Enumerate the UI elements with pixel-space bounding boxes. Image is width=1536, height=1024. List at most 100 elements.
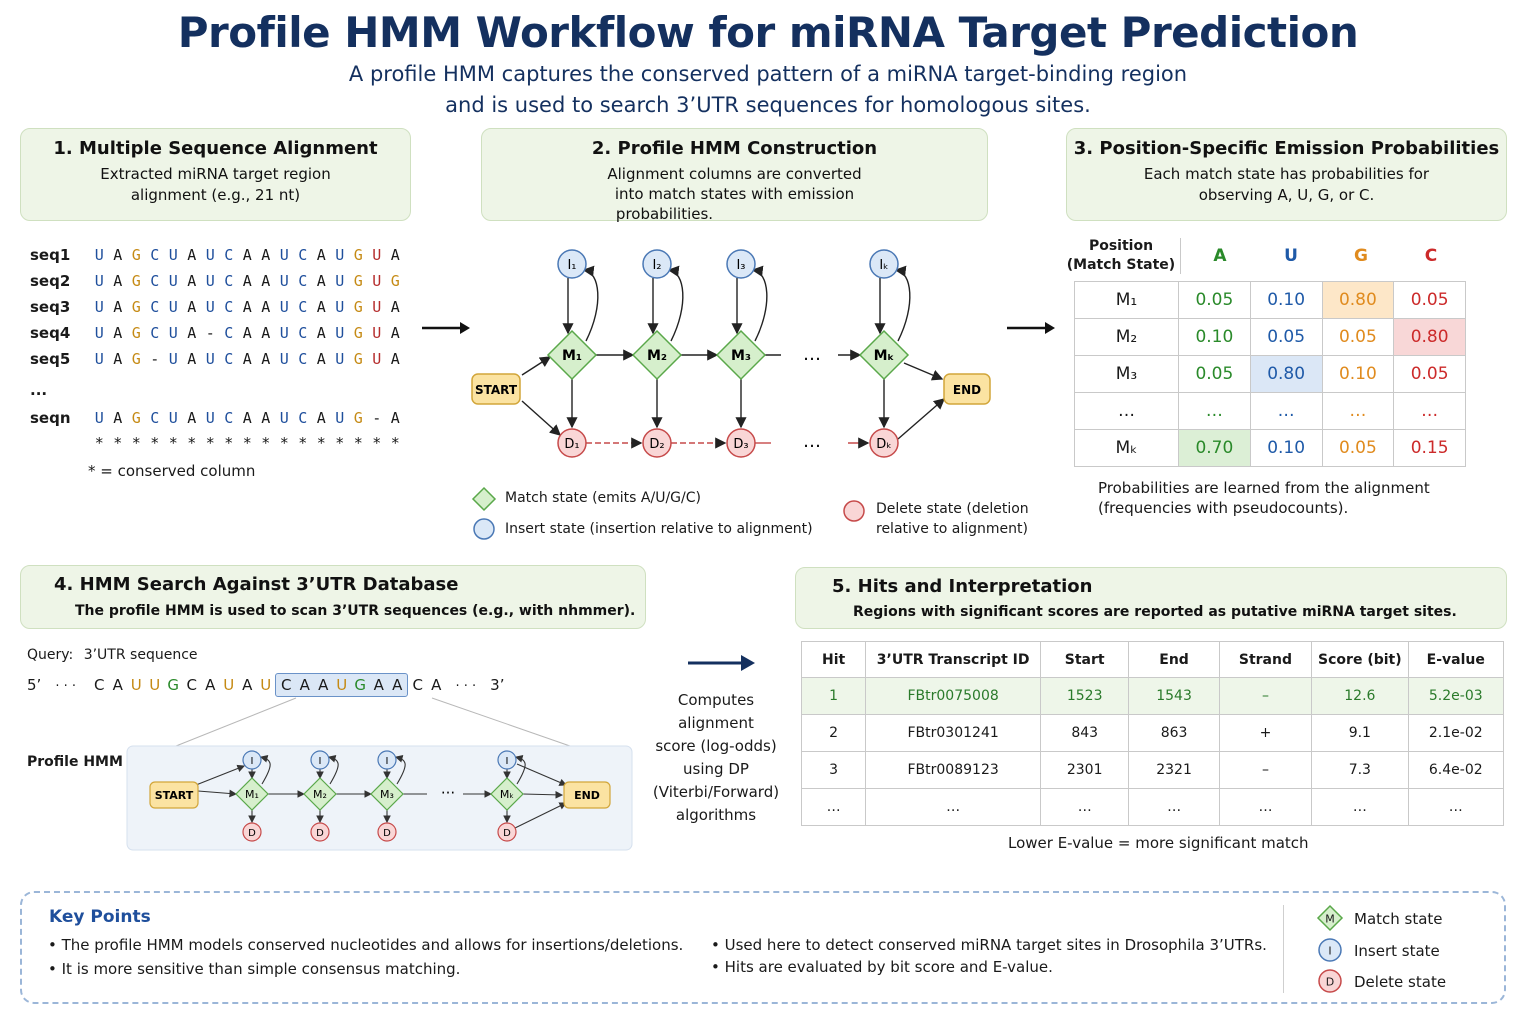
- hits-cell: FBtr0089123: [865, 751, 1041, 789]
- hits-cell: –: [1218, 677, 1313, 715]
- mini-delete-node: D: [497, 822, 517, 842]
- query-char: U: [149, 676, 161, 694]
- query-char: A: [431, 676, 442, 694]
- panel3-header: 3. Position-Specific Emission Probabilit…: [1066, 128, 1507, 221]
- hits-column-header: E-value: [1407, 641, 1505, 678]
- query-char: G: [167, 676, 180, 694]
- key-legend-symbol-M: M: [1325, 913, 1335, 926]
- panel2-desc-line1: Alignment columns are converted: [607, 165, 862, 183]
- page-subtitle-line1: A profile HMM captures the conserved pat…: [348, 62, 1188, 86]
- emission-value: 0.70: [1178, 429, 1251, 467]
- sequence-name: seq1: [30, 246, 71, 264]
- svg-text:M₂: M₂: [313, 788, 327, 801]
- hits-column-header: Start: [1039, 641, 1130, 678]
- hits-cell: …: [800, 788, 867, 826]
- svg-text:Dₖ: Dₖ: [876, 437, 892, 452]
- query-label: Query:: [27, 647, 74, 663]
- insert-state-node: Iₖ: [869, 249, 899, 279]
- emission-note-line1: Probabilities are learned from the align…: [1098, 479, 1430, 497]
- delete-state-node: Dₖ: [869, 428, 899, 458]
- insert-state-icon: I: [1318, 938, 1342, 962]
- key-legend-match: Match state: [1354, 910, 1443, 928]
- key-points-box: [20, 891, 1506, 1004]
- insert-state-node: I₃: [726, 249, 756, 279]
- svg-text:M₃: M₃: [731, 348, 751, 364]
- emission-value: 0.10: [1249, 429, 1323, 467]
- emission-value: 0.80: [1321, 281, 1395, 319]
- hits-cell: 3: [800, 751, 867, 789]
- delete-state-node: D₃: [726, 428, 756, 458]
- panel4-desc: The profile HMM is used to scan 3’UTR se…: [75, 603, 636, 619]
- end-node: END: [943, 373, 991, 405]
- insert-state-node: I₁: [557, 249, 587, 279]
- mini-match-node: M₃: [370, 777, 404, 811]
- svg-text:M₁: M₁: [562, 348, 582, 364]
- hits-cell: …: [865, 788, 1041, 826]
- page-subtitle-line2: and is used to search 3’UTR sequences fo…: [445, 93, 1091, 117]
- dots: · · ·: [455, 679, 477, 694]
- mini-ellipsis: ···: [441, 784, 455, 802]
- panel5-header: 5. Hits and Interpretation Regions with …: [795, 567, 1507, 629]
- mini-insert-node: I: [497, 750, 517, 770]
- sequence-name: seq2: [30, 272, 71, 290]
- panel1-desc-line1: Extracted miRNA target region: [100, 165, 331, 183]
- hits-cell: 6.4e-02: [1407, 751, 1505, 789]
- delete-state-icon: D: [1318, 969, 1342, 993]
- hits-note: Lower E-value = more significant match: [1008, 834, 1309, 852]
- svg-text:M₂: M₂: [647, 348, 667, 364]
- svg-text:I: I: [386, 756, 389, 767]
- query-char: C: [93, 676, 105, 694]
- match-state-node: M₂: [631, 329, 683, 381]
- hits-column-header: 3’UTR Transcript ID: [865, 641, 1041, 678]
- hits-column-header: Score (bit): [1311, 641, 1409, 678]
- hits-cell: FBtr0075008: [865, 677, 1041, 715]
- conserved-footnote: * = conserved column: [88, 462, 256, 480]
- key-point-right-1: • Used here to detect conserved miRNA ta…: [711, 936, 1267, 954]
- hits-cell: 863: [1128, 714, 1220, 752]
- emission-value: 0.80: [1393, 318, 1466, 356]
- hits-cell: 2: [800, 714, 867, 752]
- key-legend-insert: Insert state: [1354, 942, 1440, 960]
- mini-end-node: END: [563, 781, 611, 809]
- computes-line: alignment: [678, 714, 754, 732]
- ellipsis-match: …: [803, 344, 821, 365]
- emission-head-A: A: [1213, 246, 1227, 266]
- match-state-icon: [471, 486, 497, 512]
- delete-state-node: D₂: [642, 428, 672, 458]
- svg-text:M₃: M₃: [380, 788, 394, 801]
- emission-value: …: [1178, 392, 1251, 430]
- legend-delete-line2: relative to alignment): [876, 521, 1028, 537]
- arrow-right-icon: [422, 322, 470, 334]
- legend-icons: [471, 486, 497, 540]
- hits-column-header: End: [1128, 641, 1220, 678]
- panel3-desc-line2: observing A, U, G, or C.: [1198, 186, 1375, 204]
- svg-text:Iₖ: Iₖ: [879, 258, 888, 273]
- emission-value: 0.05: [1321, 318, 1395, 356]
- svg-text:D₂: D₂: [649, 437, 664, 452]
- panel1-desc-line2: alignment (e.g., 21 nt): [130, 186, 301, 204]
- match-state-node: M₃: [715, 329, 767, 381]
- mini-insert-node: I: [310, 750, 330, 770]
- computes-line: (Viterbi/Forward): [652, 783, 780, 801]
- emission-value: 0.10: [1249, 281, 1323, 319]
- emission-value: …: [1249, 392, 1323, 430]
- insert-state-node: I₂: [642, 249, 672, 279]
- key-legend-symbol-D: D: [1326, 976, 1334, 989]
- key-point-left-2-text: It is more sensitive than simple consens…: [61, 960, 461, 978]
- hits-cell: 7.3: [1311, 751, 1409, 789]
- sequence-name: seq4: [30, 324, 71, 342]
- hits-cell: …: [1407, 788, 1505, 826]
- svg-text:D₃: D₃: [733, 437, 748, 452]
- sequence-name: ...: [30, 381, 48, 399]
- mini-start-node: START: [149, 781, 199, 809]
- svg-text:I: I: [506, 756, 509, 767]
